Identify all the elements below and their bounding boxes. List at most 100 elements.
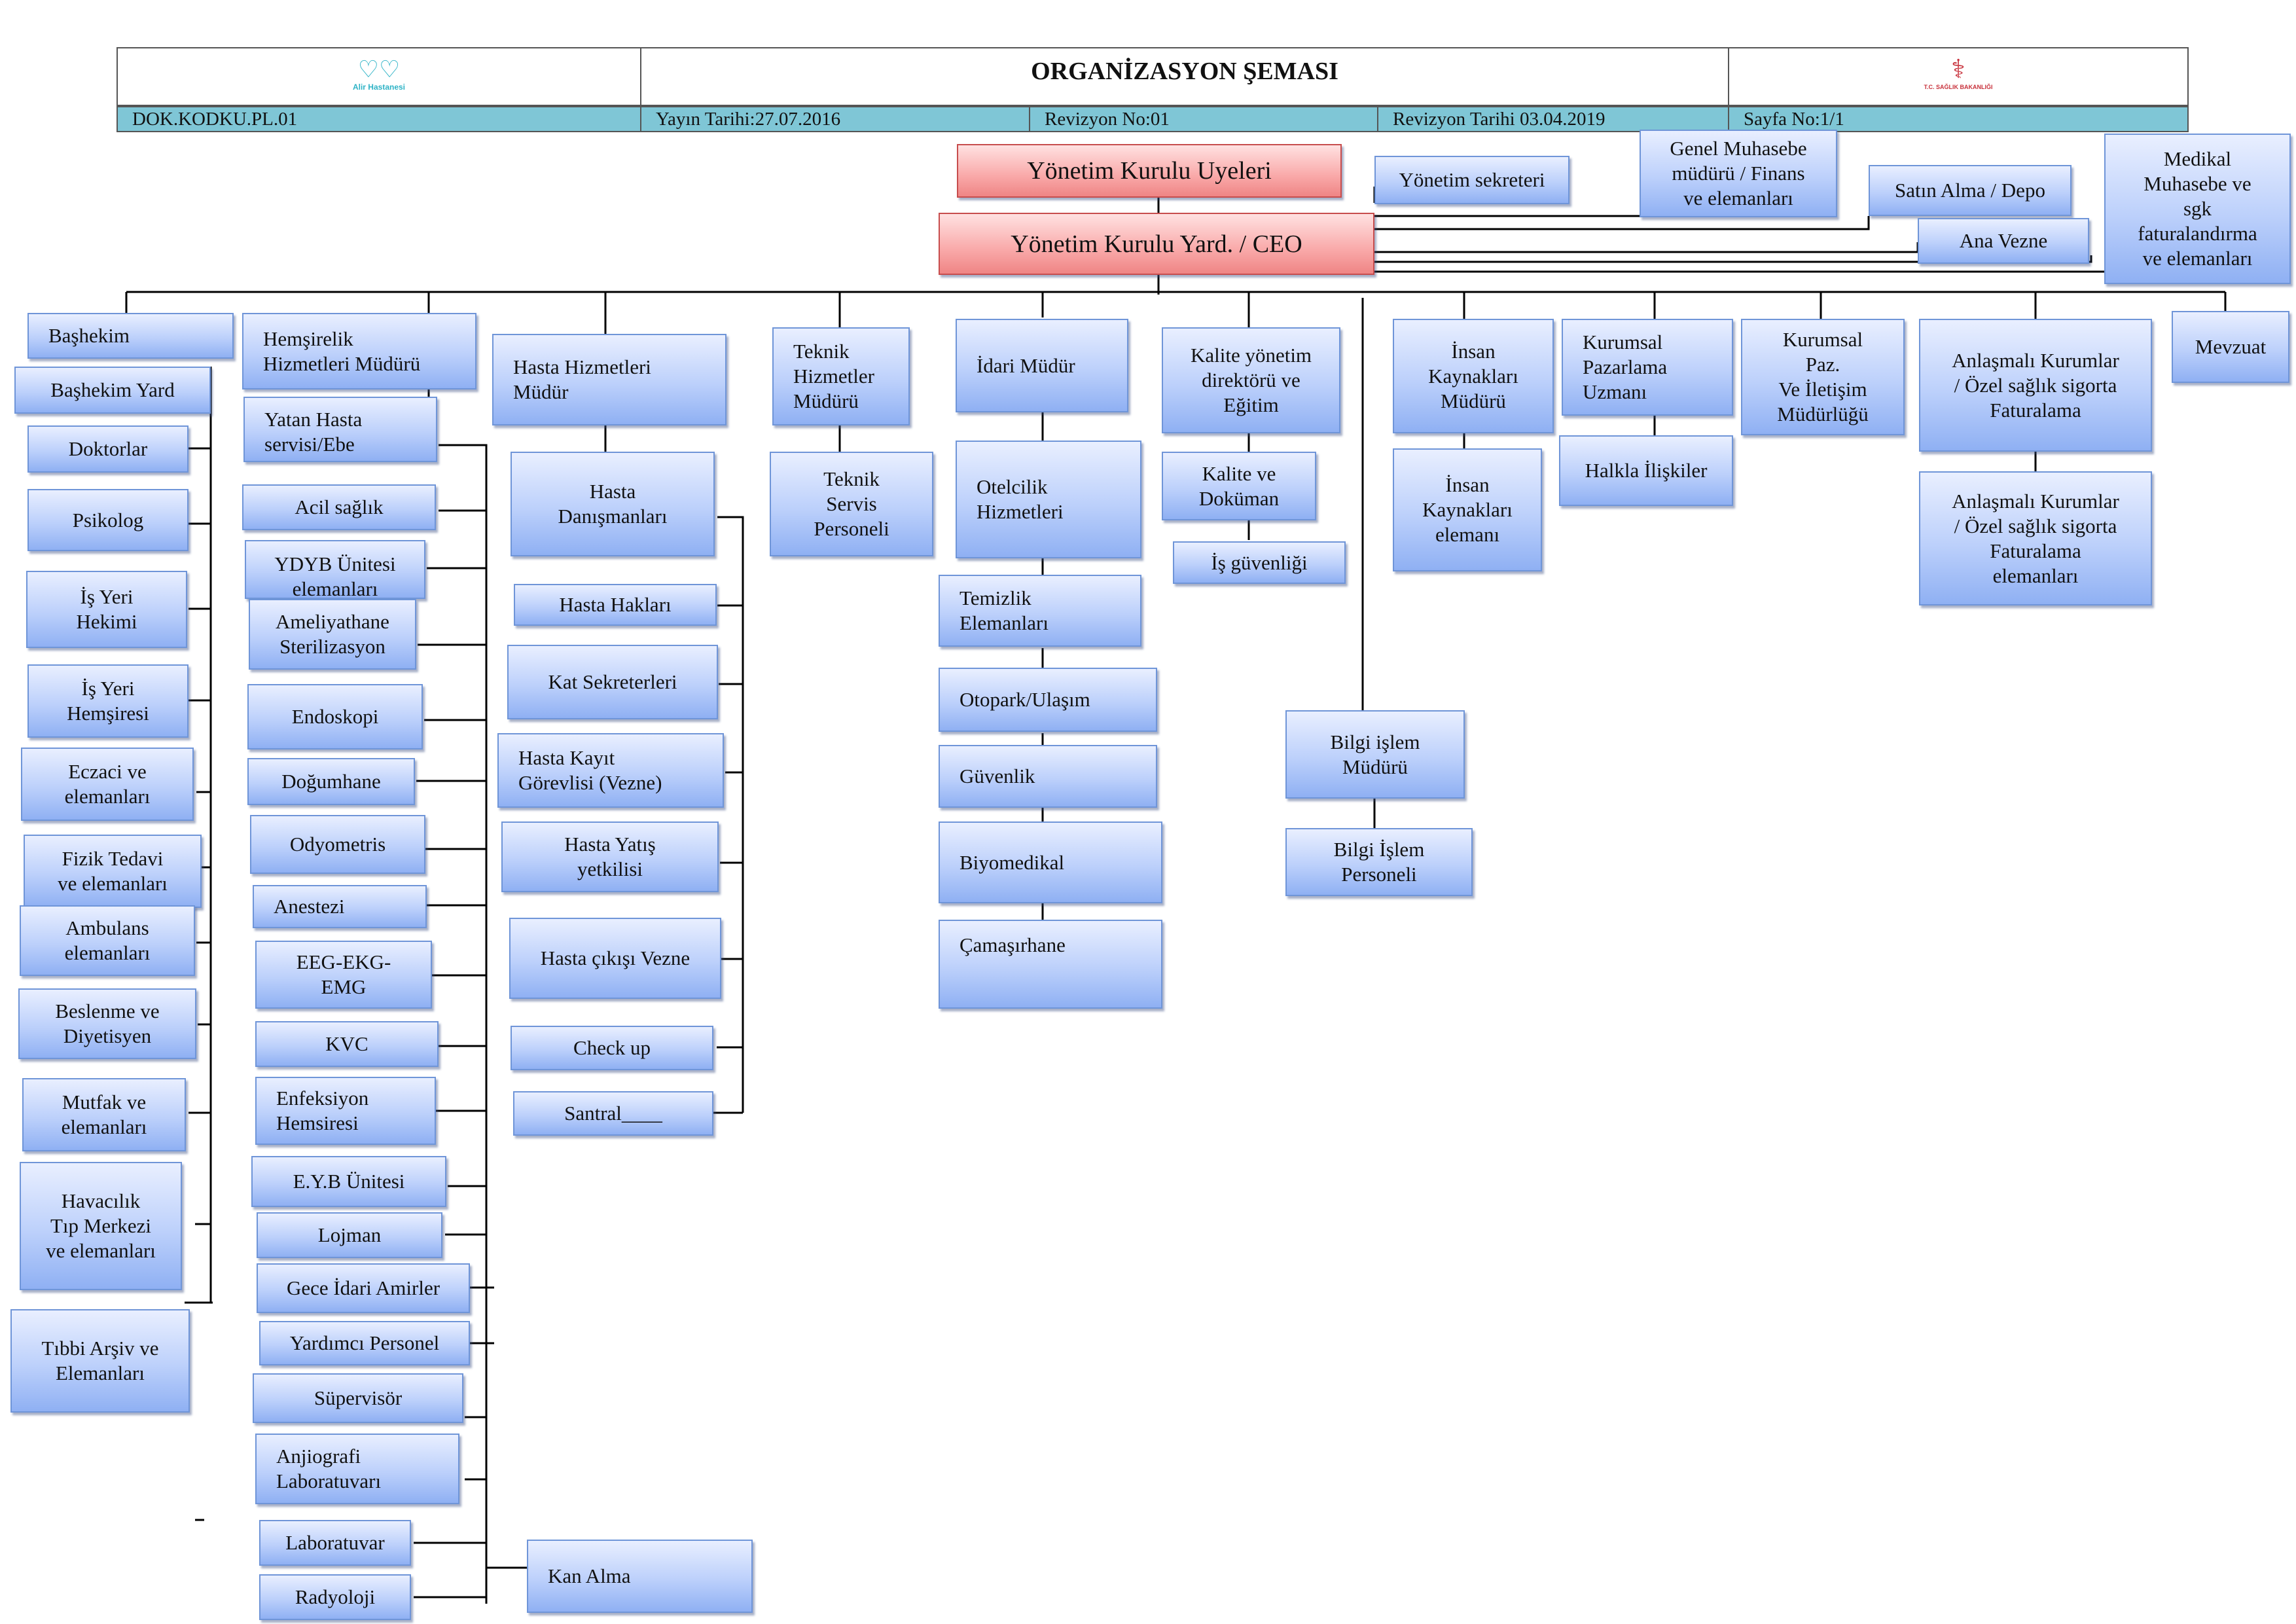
node-inpatient-label: Yatan Hasta servisi/Ebe [264,408,363,456]
node-supervisor: Süpervisör [253,1373,463,1423]
doc-code: DOK.KODKU.PL.01 [117,106,641,132]
node-it-mgr-label: Bilgi işlem Müdürü [1330,730,1420,778]
node-ydyb: YDYB Ünitesi elemanları [245,540,425,599]
node-floor-secretaries: Kat Sekreterleri [507,645,718,719]
node-corp-comm-label: Kurumsal Paz. Ve İletişim Müdürlüğü [1777,328,1869,425]
node-kvc: KVC [255,1021,439,1067]
node-angio-lab: Anjiografi Laboratuvarı [255,1434,459,1504]
node-infection-label: Enfeksiyon Hemsiresi [276,1087,369,1134]
page-number: Sayfa No:1/1 [1728,106,2189,132]
node-patient-rights: Hasta Hakları [514,584,717,626]
node-quality-doc-label: Kalite ve Doküman [1198,461,1280,510]
node-contracts-staff: Anlaşmalı Kurumlar / Özel sağlık sigorta… [1919,471,2152,605]
node-ydyb-label: YDYB Ünitesi elemanları [274,552,396,599]
node-infection: Enfeksiyon Hemsiresi [255,1077,436,1145]
node-technical-staff: Teknik Servis Personeli [770,452,933,556]
node-it-staff-label: Bilgi İşlem Personeli [1333,838,1425,886]
node-surgery: Ameliyathane Sterilizasyon [249,599,416,670]
ministry-logo-icon: ⚕ [1951,55,1965,84]
node-patient-consultants: Hasta Danışmanları [511,452,715,556]
node-marketing: Kurumsal Pazarlama Uzmanı [1562,319,1733,416]
hospital-logo-text: Alir Hastanesi [352,82,406,92]
node-admin-mgr: İdari Müdür [956,319,1128,412]
node-patient-services: Hasta Hizmetleri Müdür [492,334,726,425]
node-patient-consultants-label: Hasta Danışmanları [558,480,668,528]
node-pharmacist-label: Eczaci ve elemanları [64,760,151,808]
node-chief-physician: Başhekim [27,313,234,359]
node-technical-mgr: Teknik Hizmetler Müdürü [772,327,910,425]
node-legislation: Mevzuat [2172,311,2289,383]
node-angio-lab-label: Anjiografi Laboratuvarı [276,1445,382,1492]
node-patient-services-label: Hasta Hizmetleri Müdür [513,355,651,403]
node-hr-mgr-label: İnsan Kaynakları Müdürü [1428,339,1518,412]
node-admission: Hasta Yatış yetkilisi [501,821,719,892]
node-quality-dir-label: Kalite yönetim direktörü ve Eğitim [1190,344,1312,416]
node-emergency: Acil sağlık [242,484,436,530]
node-workplace-doctor: İş Yeri Hekimi [26,571,187,648]
node-admission-label: Hasta Yatış yetkilisi [564,833,656,880]
node-contracts-label: Anlaşmalı Kurumlar / Özel sağlık sigorta… [1952,348,2119,422]
node-nutrition-label: Beslenme ve Diyetisyen [55,1000,160,1047]
node-switchboard: Santral____ [513,1091,713,1136]
node-technical-mgr-label: Teknik Hizmetler Müdürü [793,340,874,412]
node-corp-comm: Kurumsal Paz. Ve İletişim Müdürlüğü [1741,319,1905,435]
node-parking: Otopark/Ulaşım [939,668,1157,732]
node-physiotherapy-label: Fizik Tedavi ve elemanları [58,847,168,895]
node-night-admin: Gece İdari Amirler [257,1263,470,1313]
node-discharge: Hasta çıkışı Vezne [509,918,721,999]
node-archive-label: Tıbbi Arşiv ve Elemanları [41,1337,159,1384]
node-audiometry: Odyometris [250,815,425,874]
node-medical-accounting-label: Medikal Muhasebe ve sgk faturalandırma v… [2138,147,2257,270]
node-safety: İş güvenliği [1173,541,1346,584]
node-cleaning: Temizlik Elemanları [939,575,1141,647]
node-eeg-label: EEG-EKG- EMG [296,950,391,998]
node-it-staff: Bilgi İşlem Personeli [1285,828,1473,896]
node-aviation: Havacılık Tıp Merkezi ve elemanları [20,1162,182,1290]
node-hotel-label: Otelcilik Hizmetleri [977,475,1064,523]
node-purchasing: Satın Alma / Depo [1869,165,2072,216]
node-hotel: Otelcilik Hizmetleri [956,441,1141,558]
node-doctors: Doktorlar [27,425,188,473]
node-aux-staff: Yardımcı Personel [259,1321,470,1365]
page-title: ORGANİZASYON ŞEMASI [640,47,1729,106]
ministry-logo: ⚕ T.C. SAĞLIK BAKANLIĞI [1728,47,2189,106]
node-contracts: Anlaşmalı Kurumlar / Özel sağlık sigorta… [1919,319,2152,452]
node-technical-staff-label: Teknik Servis Personeli [814,467,889,540]
node-registration-label: Hasta Kayıt Görevlisi (Vezne) [518,746,662,794]
node-laundry: Çamaşırhane [939,920,1162,1009]
node-psychologist: Psikolog [27,489,188,551]
node-board: Yönetim Kurulu Uyeleri [957,144,1342,198]
revision-date: Revizyon Tarihi 03.04.2019 [1377,106,1729,132]
publish-date: Yayın Tarihi:27.07.2016 [640,106,1030,132]
node-ambulance: Ambulans elemanları [20,905,195,976]
hospital-logo: ♡♡ Alir Hastanesi [117,47,641,106]
node-gen-accounting: Genel Muhasebe müdürü / Finans ve eleman… [1640,130,1837,217]
node-blood: Kan Alma [527,1540,753,1613]
node-workplace-nurse-label: İş Yeri Hemşiresi [67,677,149,725]
node-security: Güvenlik [939,745,1157,808]
node-it-mgr: Bilgi işlem Müdürü [1285,710,1465,799]
node-workplace-nurse: İş Yeri Hemşiresi [27,664,188,738]
node-nursing-mgr-label: Hemşirelik Hizmetleri Müdürü [263,327,421,375]
node-radiology: Radyoloji [259,1574,411,1620]
node-biomedical: Biyomedikal [939,821,1162,903]
node-deputy-chief: Başhekim Yard [14,367,211,414]
node-laboratory: Laboratuvar [259,1520,411,1566]
node-physiotherapy: Fizik Tedavi ve elemanları [24,835,202,908]
node-checkup: Check up [511,1026,713,1070]
node-hr-staff-label: İnsan Kaynakları elemanı [1422,473,1513,546]
node-archive: Tıbbi Arşiv ve Elemanları [10,1309,190,1413]
node-endoscopy: Endoskopi [247,684,423,749]
node-pr: Halkla İlişkiler [1559,435,1733,506]
node-hr-mgr: İnsan Kaynakları Müdürü [1393,319,1554,433]
node-ambulance-label: Ambulans elemanları [64,916,151,964]
node-workplace-doctor-label: İş Yeri Hekimi [76,585,137,633]
node-nutrition: Beslenme ve Diyetisyen [18,988,196,1059]
node-ceo: Yönetim Kurulu Yard. / CEO [939,213,1374,275]
node-pharmacist: Eczaci ve elemanları [21,748,194,821]
node-hr-staff: İnsan Kaynakları elemanı [1393,448,1542,571]
node-eyb: E.Y.B Ünitesi [251,1156,446,1207]
node-inpatient: Yatan Hasta servisi/Ebe [243,397,437,462]
node-gen-accounting-label: Genel Muhasebe müdürü / Finans ve eleman… [1670,137,1807,209]
node-cashier: Ana Vezne [1918,218,2089,264]
